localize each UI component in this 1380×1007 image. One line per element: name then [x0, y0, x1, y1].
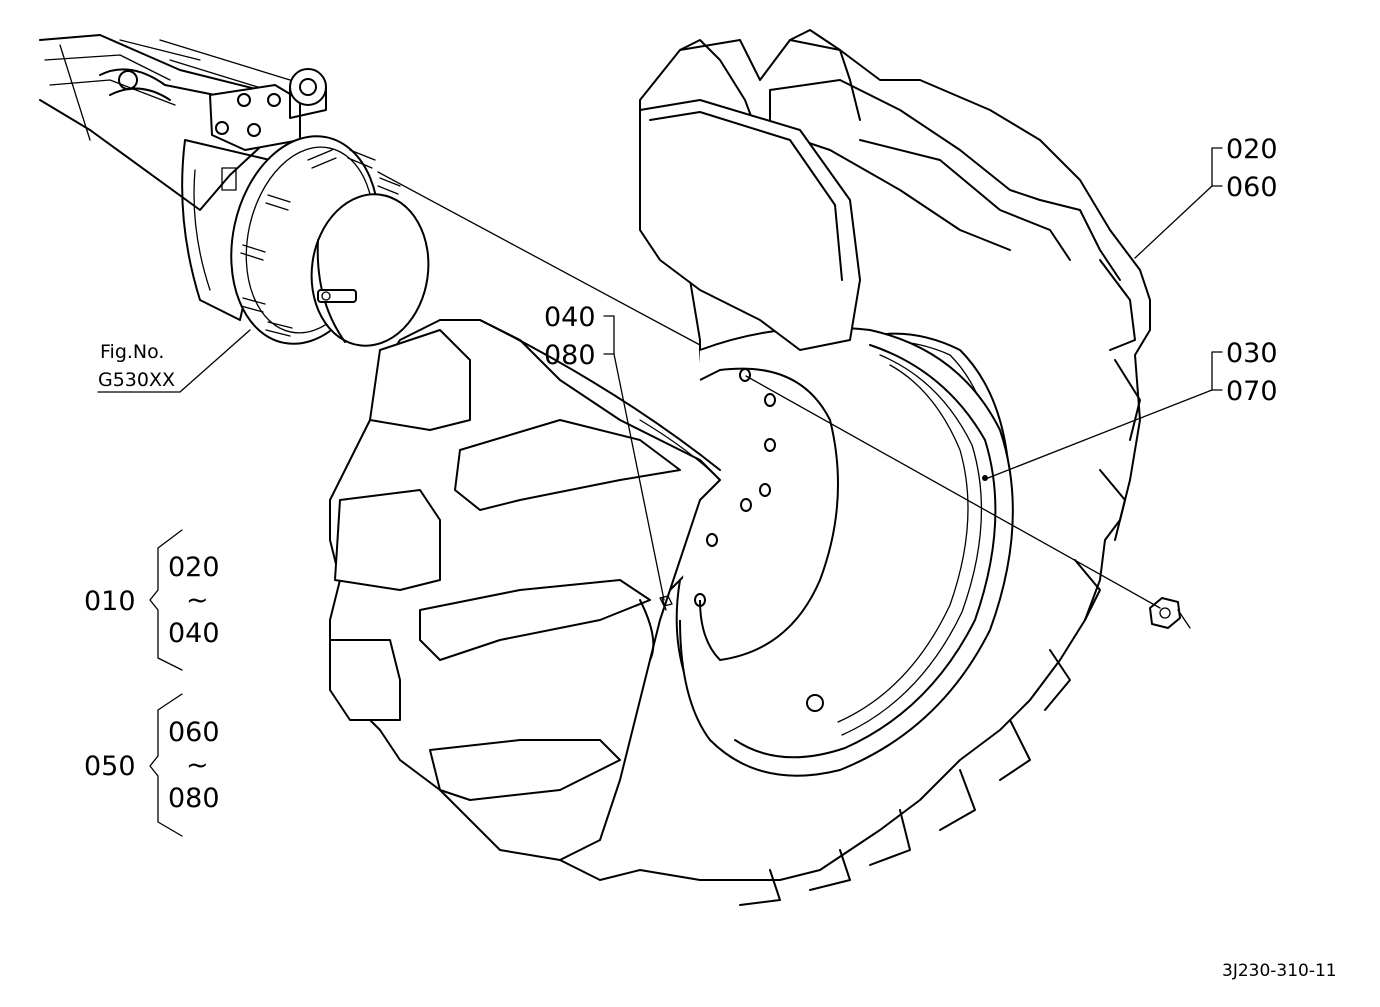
- callout-060: 060: [1226, 172, 1278, 203]
- fig-ref-line2: G530XX: [98, 369, 175, 391]
- drawing-code: 3J230-310-11: [1222, 961, 1337, 981]
- valve-stem: [659, 595, 673, 611]
- assembly-010-from: 020: [168, 552, 220, 583]
- nut-alignment-line: [745, 375, 1161, 609]
- assembly-050-from: 060: [168, 717, 220, 748]
- wheel-rim: [679, 326, 1014, 777]
- assembly-010-to: 040: [168, 618, 220, 649]
- callout-leaders: [149, 147, 1223, 837]
- assembly-050: 050: [84, 751, 136, 782]
- callout-070: 070: [1226, 376, 1278, 407]
- assembly-010: 010: [84, 586, 136, 617]
- wheel-nut: [1149, 597, 1191, 629]
- callout-030: 030: [1226, 338, 1278, 369]
- callout-040: 040: [544, 302, 596, 333]
- tire-front-half: [329, 99, 861, 861]
- fig-ref-line1: Fig.No.: [100, 341, 164, 363]
- callout-080: 080: [544, 340, 596, 371]
- assembly-010-tilde: ~: [186, 585, 209, 616]
- assembly-050-tilde: ~: [186, 750, 209, 781]
- axle-hub-assembly: [39, 34, 430, 393]
- assembly-050-to: 080: [168, 783, 220, 814]
- callout-020: 020: [1226, 134, 1278, 165]
- stud-alignment-line: [377, 171, 701, 346]
